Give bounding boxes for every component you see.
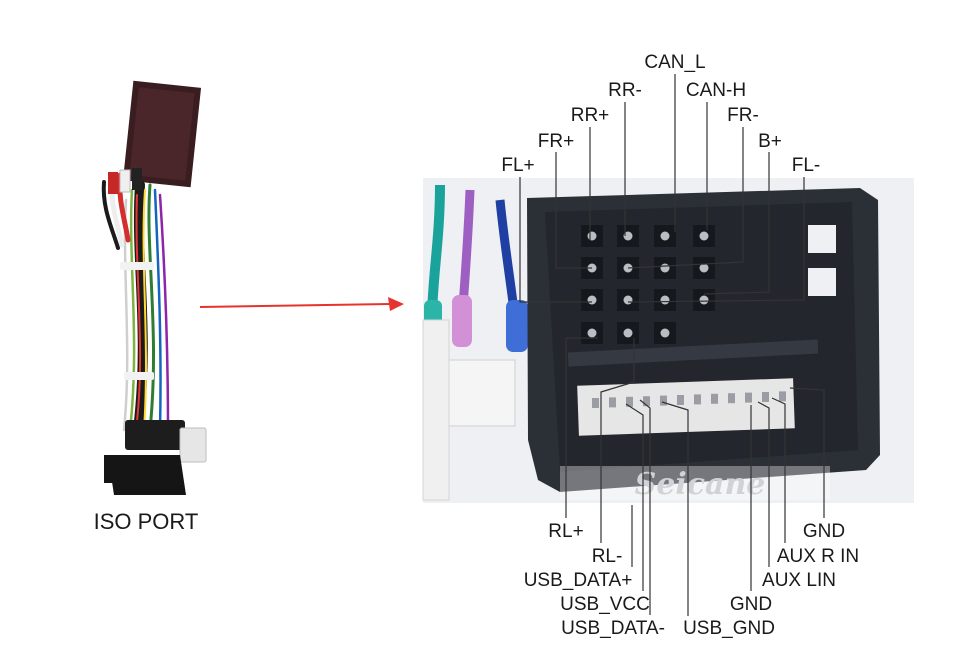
bottom-pin-labels: RL+ GND RL- AUX R IN USB_DATA+ AUX LIN U… [524,521,859,639]
label-gnd-2: GND [730,594,772,615]
leader-usb-gnd [661,401,689,616]
label-usb-data-plus: USB_DATA+ [524,570,633,591]
watermark: Seicane [635,467,766,502]
pin-contact [660,295,670,305]
background-wires [422,184,528,501]
label-can-h: CAN-H [686,80,746,101]
label-gnd-1: GND [803,521,845,542]
pin-slot-small [762,392,769,402]
label-usb-gnd: USB_GND [683,618,775,639]
pin-slot-small [592,398,599,408]
pin-slot-small [609,397,616,408]
leader-fl-plus [519,177,592,303]
label-rr-minus: RR- [608,80,642,101]
leader-lines [519,74,825,616]
label-usb-vcc: USB_VCC [560,594,650,615]
pin-slot-small [711,393,718,404]
label-rr-plus: RR+ [571,105,610,126]
wire-bundle-image [101,168,170,435]
pin-contact [699,295,709,305]
iso-plug-image [104,420,207,495]
pin-slot-small [643,396,650,407]
leader-fr-minus [627,127,744,269]
pin-slot-small [779,391,786,402]
leader-gnd-1 [789,387,825,518]
pin-contact [587,295,597,305]
label-b-plus: B+ [758,131,782,152]
label-fl-plus: FL+ [501,155,534,176]
red-arrow [199,297,404,311]
pin-slot-small [660,395,667,406]
pin-contact [623,295,633,305]
pin-contact [699,263,709,273]
label-fl-minus: FL- [792,155,821,176]
label-aux-lin: AUX LIN [762,570,836,591]
pin-contact [623,328,633,338]
label-fr-plus: FR+ [538,131,574,152]
pin-contact [699,231,709,241]
leader-aux-r-in [771,397,786,543]
leader-rl-plus [565,337,598,518]
left-caption: ISO PORT [94,509,199,534]
leader-rl-minus [600,338,635,543]
top-pin-labels: CAN_L RR- CAN-H RR+ FR- FR+ B+ FL+ FL- [501,52,820,176]
leader-usb-vcc [625,403,644,591]
label-can-l: CAN_L [644,52,705,73]
leader-fr-plus [555,152,592,269]
label-rl-plus: RL+ [548,521,583,542]
harness-illustration: ISO PORT [94,80,207,534]
leader-fl-minus [627,177,805,303]
pin-slot-small [626,396,633,407]
connector-photo: Seicane [422,178,914,503]
label-aux-r-in: AUX R IN [777,546,859,567]
label-rl-minus: RL- [592,546,623,567]
pin-contact [587,328,597,338]
leader-usb-data-minus [639,399,651,615]
pin-contact [660,231,670,241]
pin-contact [660,328,670,338]
label-usb-data-minus: USB_DATA- [561,618,665,639]
leader-b-plus [703,152,770,295]
leader-aux-lin [757,401,770,567]
pin-slot-small [728,393,735,404]
pin-contact [660,263,670,273]
can-box-image [122,80,202,188]
pin-slot-small [745,392,752,403]
pin-slot-small [677,395,684,405]
pin-slot-small [694,394,701,405]
pin-contact [587,231,597,241]
label-fr-minus: FR- [727,105,759,126]
pin-contact [623,231,633,241]
